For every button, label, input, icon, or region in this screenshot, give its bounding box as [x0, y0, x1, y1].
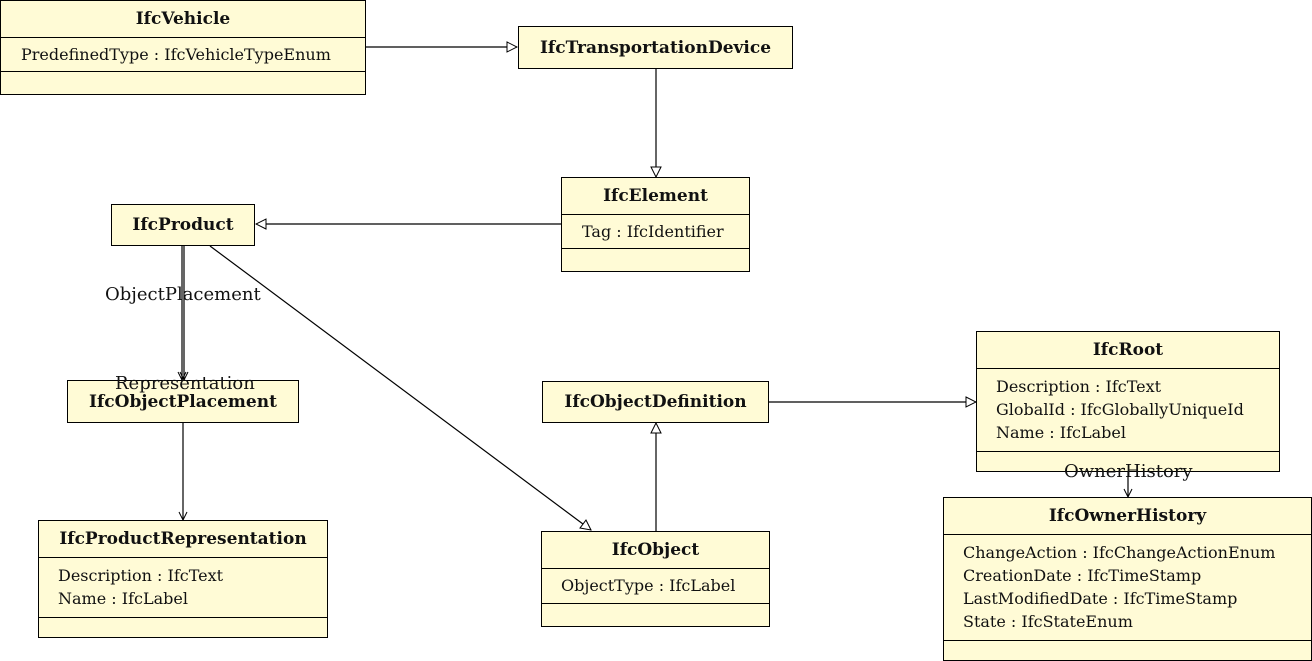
- class-attributes: ObjectType : IfcLabel: [542, 568, 769, 603]
- class-ifc-vehicle[interactable]: IfcVehicle PredefinedType : IfcVehicleTy…: [0, 0, 366, 95]
- class-name: IfcOwnerHistory: [1048, 506, 1207, 526]
- class-name: IfcObjectDefinition: [564, 392, 747, 412]
- class-name: IfcObject: [611, 540, 700, 560]
- attribute: ObjectType : IfcLabel: [561, 576, 736, 595]
- class-name: IfcTransportationDevice: [539, 37, 772, 58]
- attribute: GlobalId : IfcGloballyUniqueId: [996, 400, 1244, 419]
- class-operations: [562, 248, 749, 267]
- attribute: LastModifiedDate : IfcTimeStamp: [963, 589, 1238, 608]
- class-ifc-object-placement[interactable]: IfcObjectPlacement: [67, 380, 299, 423]
- class-ifc-product-representation[interactable]: IfcProductRepresentation Description : I…: [38, 520, 328, 638]
- class-attributes: Description : IfcText GlobalId : IfcGlob…: [977, 368, 1279, 451]
- assoc-label-representation: Representation: [115, 373, 255, 394]
- class-ifc-transportation-device[interactable]: IfcTransportationDevice: [518, 26, 793, 69]
- class-attributes: Description : IfcText Name : IfcLabel: [39, 557, 327, 617]
- class-operations: [944, 640, 1311, 657]
- class-ifc-product[interactable]: IfcProduct: [111, 204, 255, 246]
- attribute: Name : IfcLabel: [996, 423, 1126, 442]
- attribute: Description : IfcText: [58, 566, 224, 585]
- attribute: State : IfcStateEnum: [963, 612, 1133, 631]
- gen-product-to-object: [209, 245, 591, 530]
- class-name: IfcElement: [603, 186, 708, 206]
- attribute: PredefinedType : IfcVehicleTypeEnum: [21, 45, 331, 64]
- class-name: IfcRoot: [1092, 340, 1164, 360]
- class-name: IfcProductRepresentation: [59, 529, 307, 549]
- attribute: Name : IfcLabel: [58, 589, 188, 608]
- attribute: Description : IfcText: [996, 377, 1162, 396]
- attribute: Tag : IfcIdentifier: [582, 222, 724, 241]
- class-operations: [977, 451, 1279, 470]
- class-ifc-object-definition[interactable]: IfcObjectDefinition: [542, 381, 769, 423]
- class-name: IfcObjectPlacement: [89, 391, 277, 412]
- class-ifc-root[interactable]: IfcRoot Description : IfcText GlobalId :…: [976, 331, 1280, 472]
- class-attributes: Tag : IfcIdentifier: [562, 214, 749, 248]
- class-ifc-element[interactable]: IfcElement Tag : IfcIdentifier: [561, 177, 750, 272]
- assoc-label-owner-history: OwnerHistory: [1064, 461, 1193, 482]
- class-name: IfcProduct: [132, 215, 234, 235]
- class-operations: [39, 617, 327, 636]
- class-attributes: ChangeAction : IfcChangeActionEnum Creat…: [944, 534, 1311, 640]
- class-operations: [542, 603, 769, 622]
- class-ifc-object[interactable]: IfcObject ObjectType : IfcLabel: [541, 531, 770, 627]
- class-ifc-owner-history[interactable]: IfcOwnerHistory ChangeAction : IfcChange…: [943, 497, 1312, 661]
- class-operations: [1, 71, 365, 94]
- attribute: CreationDate : IfcTimeStamp: [963, 566, 1202, 585]
- class-name: IfcVehicle: [135, 9, 231, 29]
- attribute: ChangeAction : IfcChangeActionEnum: [963, 543, 1276, 562]
- class-attributes: PredefinedType : IfcVehicleTypeEnum: [1, 37, 365, 71]
- assoc-label-object-placement: ObjectPlacement: [105, 284, 261, 305]
